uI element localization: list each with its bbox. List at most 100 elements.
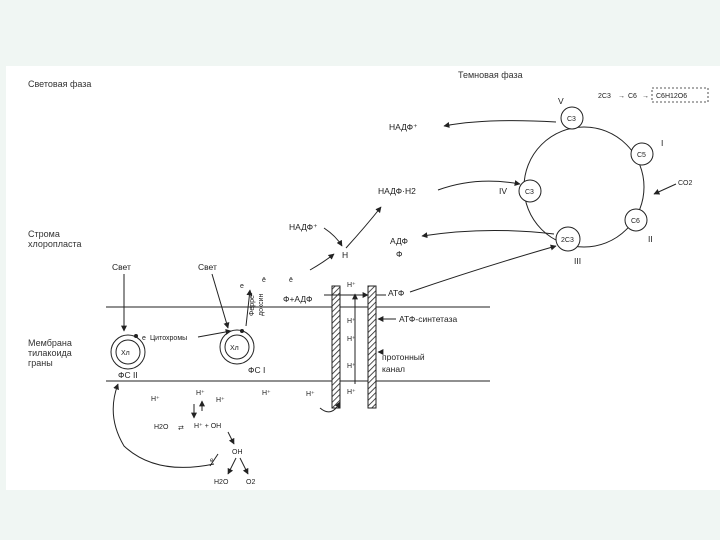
proton-channel-label-line2: канал	[382, 364, 405, 374]
chl-label-1: Хл	[121, 350, 130, 357]
electron-label-2: ē	[262, 277, 266, 284]
glucose-chain-2c3: 2C3	[598, 93, 611, 100]
ps2-electron-dot	[134, 334, 138, 338]
cycle-node-c6-label: C6	[631, 218, 640, 225]
water-h2o-out: H2O	[214, 479, 229, 486]
cycle-node-c3-left-label: C3	[525, 189, 534, 196]
chl-label-2: Хл	[230, 345, 239, 352]
arrow-nadp-to-h	[323, 227, 343, 247]
glucose-chain-c6: C6	[628, 93, 637, 100]
cycle-step-iii: III	[574, 256, 581, 266]
channel-right-wall	[367, 285, 377, 409]
nadp-plus-stroma-label: НАДФ⁺	[289, 222, 318, 232]
electron-label-1: e	[240, 283, 244, 290]
cycle-node-c5-label: C5	[637, 152, 646, 159]
glucose-chain-arrow2: →	[642, 93, 649, 100]
membrane-heading-line1: Мембрана	[28, 338, 72, 348]
proton-2: H⁺	[347, 318, 356, 325]
ps1-electron-dot	[240, 329, 244, 333]
cytochromes-label: Цитохромы	[150, 335, 187, 342]
stroma-heading-line1: Строма	[28, 229, 60, 239]
cycle-step-i: I	[661, 138, 663, 148]
electron-release-line	[209, 453, 219, 467]
ferredoxin-label-line2: доксин	[258, 293, 265, 316]
arrow-nadph-to-cycle	[437, 180, 521, 191]
arrow-to-adp	[421, 229, 555, 239]
water-h2o: H2O	[154, 424, 169, 431]
f-plus-adp-label: Ф+АДФ	[283, 294, 312, 304]
co2-label: CO2	[678, 180, 693, 187]
water-e: e	[210, 458, 214, 464]
light-arrow-2	[211, 273, 230, 329]
membrane-heading-line2: тилакоида	[28, 348, 72, 358]
cycle-step-v: V	[558, 96, 564, 106]
ps1-outer-circle	[219, 329, 255, 365]
nadp-plus-top-label: НАДФ⁺	[389, 122, 418, 132]
ps2-outer-circle	[110, 334, 146, 370]
dark-phase-heading: Темновая фаза	[458, 70, 523, 80]
proton-10: H⁺	[306, 391, 315, 398]
arrow-electron-to-h	[309, 253, 335, 271]
glucose-product: C6H12O6	[656, 93, 687, 100]
proton-9: H⁺	[262, 390, 271, 397]
proton-6: H⁺	[151, 396, 160, 403]
photosynthesis-diagram: Световая фаза Темновая фаза Строма хлоро…	[28, 70, 709, 486]
proton-8: H⁺	[216, 397, 225, 404]
glucose-chain-arrow1: →	[618, 93, 625, 100]
arrow-oh-to-h2o	[227, 457, 237, 475]
cycle-node-2c3-label: 2C3	[561, 237, 574, 244]
proton-7: H⁺	[196, 390, 205, 397]
atf-label: АТФ	[388, 288, 404, 298]
cycle-node-c3-left	[518, 179, 542, 203]
channel-left-wall	[331, 285, 341, 409]
cycle-step-ii: II	[648, 234, 653, 244]
light-label-2: Свет	[198, 262, 217, 272]
arrow-oh-to-oh	[227, 431, 235, 445]
arrow-oh-to-o2	[239, 457, 249, 475]
glucose-box	[651, 87, 709, 103]
arrow-to-nadp-plus	[443, 120, 557, 128]
ferredoxin-label-line1: Ферре-	[249, 292, 256, 316]
arrow-cytochromes-to-ps1	[197, 329, 232, 338]
proton-4: H⁺	[347, 363, 356, 370]
electron-label-3: ē	[289, 277, 293, 284]
light-label-1: Свет	[112, 262, 131, 272]
h-label: Н	[342, 250, 348, 260]
cycle-step-iv: IV	[499, 186, 507, 196]
proton-1: H⁺	[347, 282, 356, 289]
proton-entry-arrow	[319, 401, 341, 413]
cycle-node-c3-top-label: C3	[567, 116, 576, 123]
cycle-node-c5	[630, 142, 654, 166]
water-o2: O2	[246, 479, 255, 486]
adp-label: АДФ	[390, 236, 408, 246]
atp-synthase-label: АТФ-синтетаза	[399, 314, 457, 324]
unused-path	[404, 238, 558, 290]
water-oh: OH	[232, 449, 243, 456]
light-phase-heading: Световая фаза	[28, 79, 91, 89]
membrane-heading-line3: граны	[28, 358, 53, 368]
proton-3: H⁺	[347, 336, 356, 343]
arrow-electron-to-ps2	[112, 383, 215, 468]
cycle-node-c6	[624, 208, 648, 232]
e-label: e	[142, 335, 146, 342]
f-label: Ф	[396, 249, 402, 259]
nadp-h2-label: НАДФ·H2	[378, 186, 416, 196]
ps2-label: ФС II	[118, 370, 138, 380]
co2-arrow	[653, 183, 677, 195]
ps1-label: ФС I	[248, 365, 265, 375]
calvin-cycle-ring	[523, 126, 645, 248]
arrow-atp-to-cycle	[409, 244, 557, 293]
cycle-node-2c3	[555, 226, 581, 252]
water-equilibrium: ⇄	[178, 425, 184, 432]
arrow-ps1-up	[245, 289, 253, 327]
stroma-heading-line2: хлоропласта	[28, 239, 82, 249]
arrow-h-to-nadph	[345, 206, 382, 249]
ps2-inner-circle	[115, 339, 141, 365]
diagram-panel: Световая фаза Темновая фаза Строма хлоро…	[6, 66, 720, 490]
water-h-oh: H⁺ + OH	[194, 423, 221, 430]
ps1-inner-circle	[224, 334, 250, 360]
proton-channel-label-line1: протонный	[382, 352, 425, 362]
cycle-node-c3-top	[560, 106, 584, 130]
proton-5: H⁺	[347, 389, 356, 396]
